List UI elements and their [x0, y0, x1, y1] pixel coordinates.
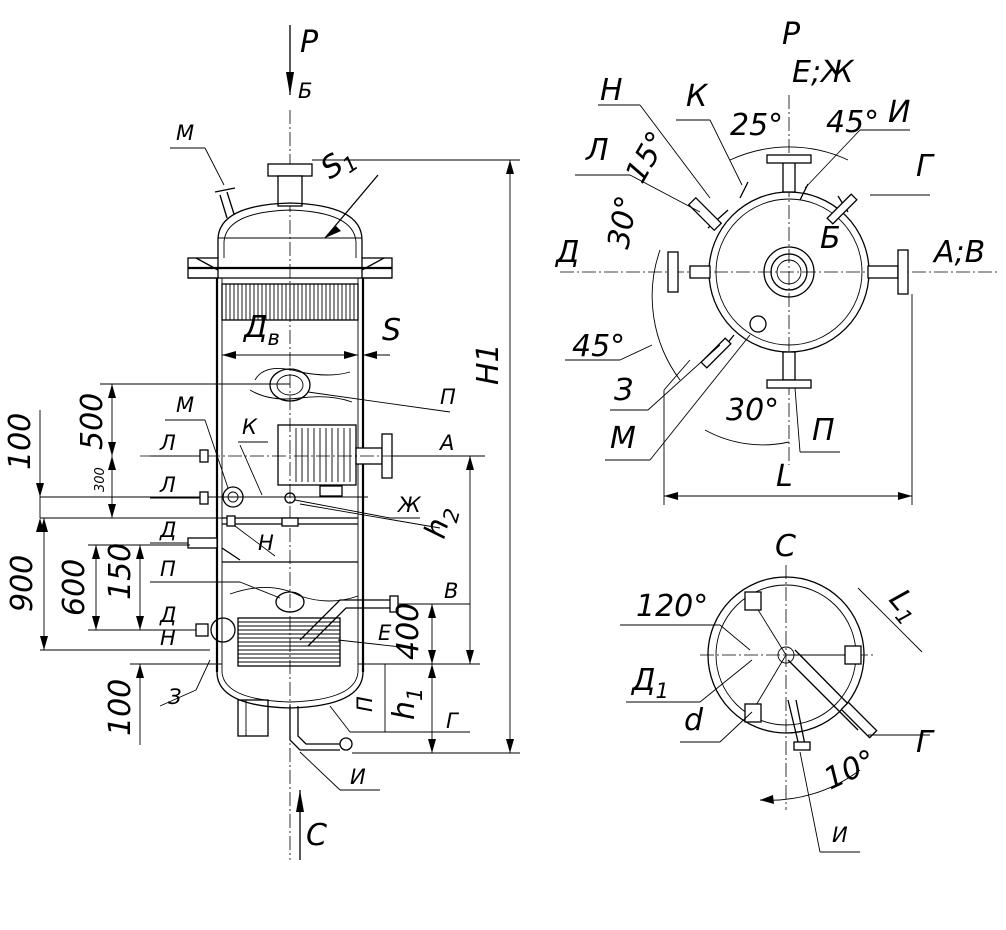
nozzle-label-d-lower: Д — [159, 603, 176, 627]
dim-value-500: 500 — [75, 393, 110, 450]
nozzle-label-d-upper: Д — [159, 518, 176, 542]
angle-30-bottom: 30° — [726, 393, 779, 428]
dim-value-100-bottom: 100 — [103, 679, 138, 736]
angle-25: 25° — [730, 108, 783, 143]
tube-bundle-hatch — [225, 284, 355, 320]
axis-label-d: Д — [554, 235, 579, 270]
axis-label-b-top: Б — [298, 79, 312, 103]
part-label-p-bottom: П — [353, 696, 377, 712]
dim-label-s1: S1 — [315, 139, 363, 189]
nozzle-label-i: И — [888, 95, 910, 130]
nozzle-label-g: Г — [446, 709, 460, 733]
nozzle-label-k: К — [686, 79, 709, 114]
part-label-zh: Ж — [396, 493, 422, 517]
dim-label-h2: h2 — [418, 502, 465, 544]
section-label-p-top: Р — [300, 25, 319, 60]
section-label-c-bottom: С — [306, 818, 327, 853]
nozzle-label-n-upper: Н — [258, 531, 274, 555]
nozzle-label-n-lower: Н — [160, 626, 176, 650]
dim-value-150: 150 — [103, 543, 138, 600]
dim-value-900: 900 — [5, 555, 40, 612]
dim-label-h1-lower: h1 — [387, 688, 427, 720]
side-elevation-view: Р Б Дв S — [3, 25, 520, 860]
part-label-z: З — [614, 373, 633, 408]
nozzle-label-l-lower: Л — [159, 473, 176, 497]
angle-45-top: 45° — [826, 105, 879, 140]
dim-label-h1: Н1 — [471, 343, 506, 385]
nozzle-label-a: А — [438, 431, 454, 455]
dim-value-100-top: 100 — [3, 413, 38, 470]
nozzle-label-l: Л — [585, 133, 609, 168]
part-label-p: П — [812, 413, 835, 448]
part-label-k: К — [242, 415, 258, 439]
axis-label-a-v: А;В — [932, 235, 985, 270]
dim-value-400: 400 — [391, 603, 426, 660]
view-title-c: С — [775, 529, 796, 564]
nozzle-label-i: И — [832, 823, 848, 847]
nozzle-label-i: И — [350, 765, 366, 789]
nozzle-label-n: Н — [600, 73, 623, 108]
top-view-section-p: Р Е;Ж L Н — [554, 17, 1000, 505]
axis-label-e-zh: Е;Ж — [792, 55, 855, 90]
axis-label-b: Б — [820, 221, 841, 256]
part-label-e: Е — [378, 621, 392, 645]
part-label-m: М — [610, 421, 636, 456]
dim-value-300: 300 — [93, 467, 108, 492]
part-label-z: З — [168, 685, 181, 709]
angle-120: 120° — [636, 589, 708, 624]
dim-label-l1: L1 — [880, 583, 928, 630]
dim-label-s: S — [382, 313, 401, 348]
angle-30-left: 30° — [601, 193, 645, 251]
part-label-p-lower: П — [160, 557, 176, 581]
dim-label-d: d — [684, 703, 704, 738]
dim-label-l-width: L — [776, 459, 793, 494]
heating-coil — [237, 617, 341, 667]
nozzle-label-m-top: М — [176, 121, 194, 145]
angle-45-bottom: 45° — [572, 329, 625, 364]
part-label-p-upper: П — [440, 385, 456, 409]
separator-hatch — [295, 428, 351, 482]
nozzle-label-g: Г — [916, 725, 935, 760]
nozzle-label-v: В — [444, 579, 458, 603]
angle-10: 10° — [819, 743, 882, 797]
angle-15: 15° — [619, 125, 676, 189]
view-title-p: Р — [782, 17, 801, 52]
dim-label-dv: Дв — [242, 310, 280, 350]
nozzle-label-g: Г — [916, 149, 935, 184]
part-label-m-mid: М — [176, 393, 194, 417]
nozzle-label-l-upper: Л — [159, 431, 176, 455]
bottom-view-section-c: С 120° L1 Д1 d Г 10° И — [620, 529, 935, 853]
dim-value-600: 600 — [57, 559, 92, 616]
dim-label-d1: Д1 — [630, 663, 669, 703]
